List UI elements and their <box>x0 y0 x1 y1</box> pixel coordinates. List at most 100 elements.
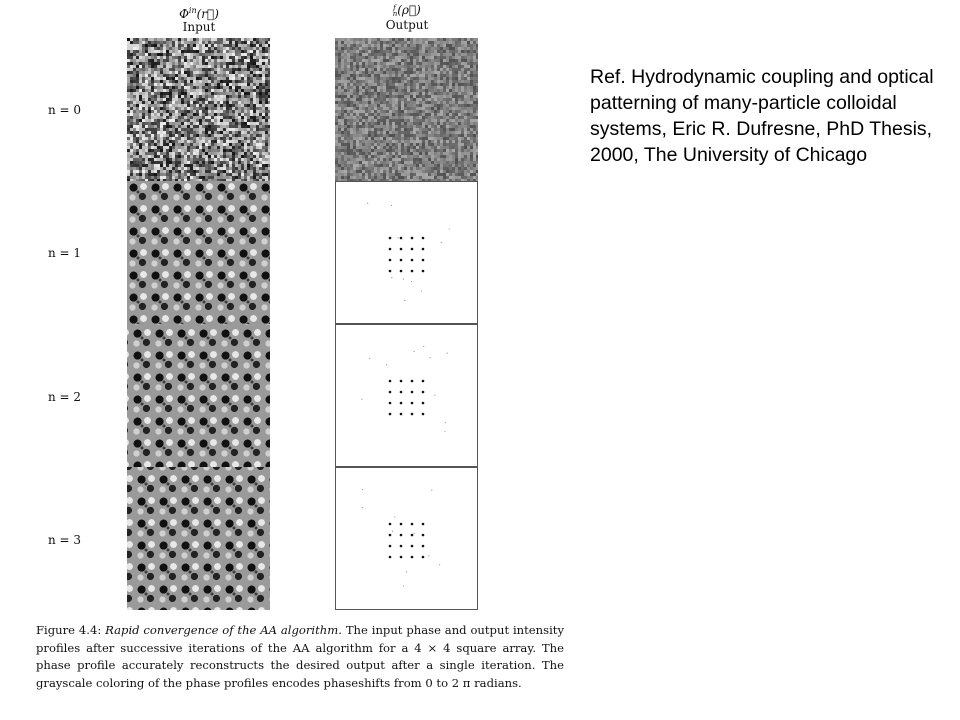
output-spot <box>410 533 414 537</box>
stray-spot <box>428 555 430 557</box>
stray-spot <box>444 430 446 433</box>
output-spot <box>388 258 392 262</box>
stray-spot <box>413 532 415 534</box>
stray-spot <box>410 280 413 283</box>
stray-spot <box>434 394 436 396</box>
reference-note: Ref. Hydrodynamic coupling and optical p… <box>590 66 934 166</box>
input-panel-n0 <box>127 38 270 181</box>
stray-spot <box>369 357 371 359</box>
input-column-label: Input <box>182 20 216 34</box>
output-spot <box>388 522 392 526</box>
stray-spot <box>404 299 406 302</box>
noise-texture-output <box>335 38 478 181</box>
output-panel-n3 <box>335 467 478 610</box>
input-panel-n2 <box>127 324 270 467</box>
input-superscript: in <box>188 6 197 15</box>
output-column-header: fn(ρ⃗) Output <box>332 4 482 32</box>
spot-grid-n2 <box>361 345 448 433</box>
stray-spot <box>361 398 363 400</box>
output-column-label: Output <box>385 18 429 32</box>
output-spot <box>421 236 425 240</box>
output-spot <box>399 269 403 273</box>
output-spot <box>421 247 425 251</box>
output-spot <box>410 247 414 251</box>
output-spot <box>410 258 414 262</box>
spot-grid-n3 <box>361 488 441 587</box>
output-spot <box>421 258 425 262</box>
output-spot <box>399 412 403 416</box>
output-spot <box>421 544 425 548</box>
output-spot <box>421 533 425 537</box>
output-spot <box>388 401 392 405</box>
input-column-header: Φin(r⃗) Input <box>124 4 274 34</box>
stray-spot <box>402 585 405 587</box>
spot-grid-n1 <box>367 202 450 302</box>
figure-caption: Figure 4.4: Rapid convergence of the AA … <box>36 622 564 692</box>
output-spot <box>421 269 425 273</box>
output-spot <box>421 401 425 405</box>
output-spot <box>421 412 425 416</box>
stray-spot <box>392 530 394 532</box>
stray-spot <box>440 241 442 243</box>
row-label-n2: n = 2 <box>48 390 82 404</box>
row-label-n0: n = 0 <box>48 103 82 117</box>
output-spot <box>399 379 403 383</box>
output-spot <box>388 379 392 383</box>
input-panel-n3 <box>127 467 270 610</box>
output-spot <box>399 236 403 240</box>
stray-spot <box>361 488 364 491</box>
output-spot <box>399 555 403 559</box>
caption-title: Rapid convergence of the AA algorithm. <box>105 623 342 637</box>
output-spot <box>388 412 392 416</box>
output-spot <box>410 269 414 273</box>
stray-spot <box>391 276 393 279</box>
stray-spot <box>423 345 425 348</box>
stray-spot <box>413 350 415 353</box>
output-spot <box>388 236 392 240</box>
output-spot <box>388 390 392 394</box>
stray-spot <box>429 356 431 359</box>
output-spot <box>410 236 414 240</box>
output-spot <box>388 533 392 537</box>
output-spot <box>410 522 414 526</box>
stray-spot <box>439 564 441 566</box>
input-symbol: Φ <box>179 7 189 21</box>
stray-spot <box>397 237 399 239</box>
stray-spot <box>390 204 393 206</box>
output-spot <box>388 555 392 559</box>
output-spot <box>399 522 403 526</box>
stray-spot <box>448 228 450 230</box>
stray-spot <box>446 352 448 354</box>
output-spot <box>399 401 403 405</box>
output-spot <box>410 390 414 394</box>
output-spot <box>421 522 425 526</box>
caption-body: The input phase and output intensity pro… <box>36 623 564 690</box>
output-spot <box>399 533 403 537</box>
output-symbol-top: f <box>393 4 396 12</box>
output-panel-n1 <box>335 181 478 324</box>
output-spot <box>388 544 392 548</box>
output-spot <box>399 544 403 548</box>
stray-spot <box>420 290 423 292</box>
output-spot <box>421 390 425 394</box>
stray-spot <box>444 421 446 424</box>
output-argument: (ρ⃗) <box>397 3 421 17</box>
output-spot <box>421 555 425 559</box>
output-panel-n2 <box>335 324 478 467</box>
output-spot <box>399 247 403 251</box>
row-label-n1: n = 1 <box>48 246 82 260</box>
row-label-n3: n = 3 <box>48 533 82 547</box>
stray-spot <box>367 202 369 204</box>
output-spot <box>410 555 414 559</box>
output-spot <box>388 269 392 273</box>
output-spot <box>410 544 414 548</box>
stray-spot <box>402 278 405 280</box>
output-spot <box>421 379 425 383</box>
noise-texture-input <box>127 38 270 181</box>
stray-spot <box>431 489 433 491</box>
stray-spot <box>405 571 408 573</box>
output-spot <box>410 379 414 383</box>
output-panel-n0 <box>335 38 478 181</box>
stray-spot <box>394 516 396 518</box>
output-spot <box>399 390 403 394</box>
